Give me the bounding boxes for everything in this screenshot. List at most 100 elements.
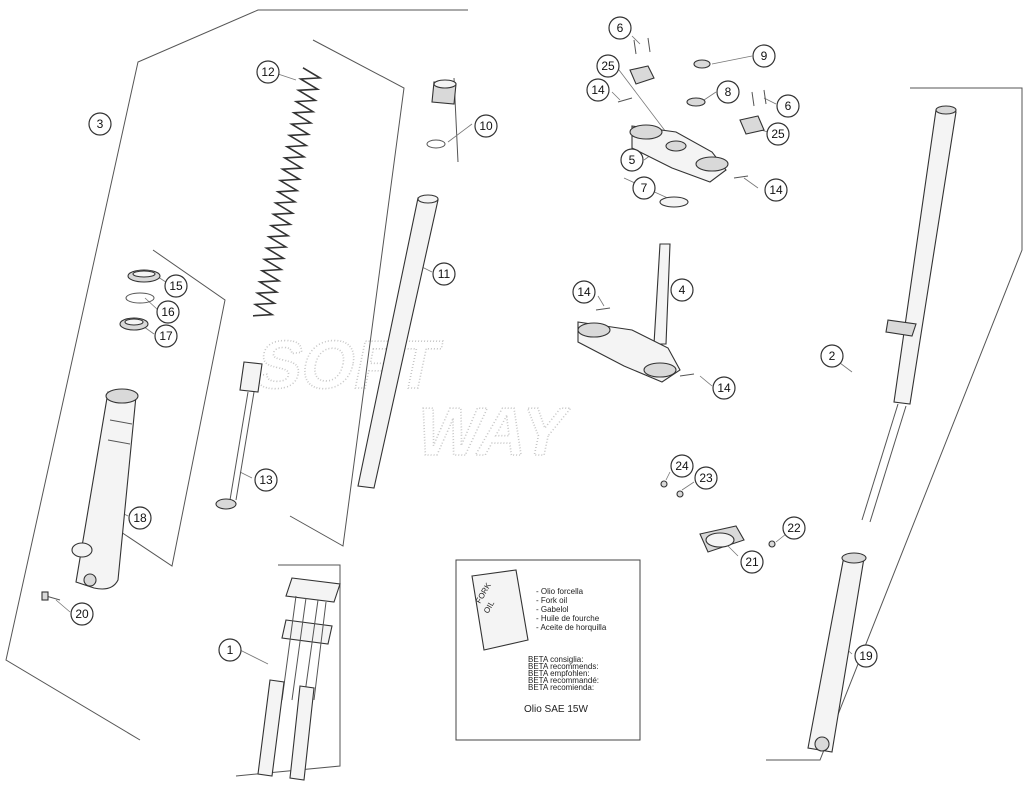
left-fork-outline (5, 9, 468, 741)
watermark-line-2: WAY (410, 394, 575, 470)
svg-text:7: 7 (641, 181, 648, 195)
svg-text:5: 5 (629, 153, 636, 167)
callout-25a: 25 (596, 54, 620, 78)
group-outlines (5, 9, 1023, 777)
part-19-right-outer-tube (807, 552, 867, 753)
callout-4: 4 (670, 278, 694, 302)
svg-text:21: 21 (745, 555, 759, 569)
oil-recommend-2: BETA recommends: (528, 662, 599, 671)
part-16-clip (125, 292, 155, 304)
svg-text:9: 9 (761, 49, 768, 63)
assembly-outline (235, 564, 341, 777)
svg-text:16: 16 (161, 305, 175, 319)
seal-group-outline (99, 249, 226, 567)
callout-6a: 6 (608, 16, 632, 40)
svg-text:20: 20 (75, 607, 89, 621)
svg-text:19: 19 (859, 649, 873, 663)
leader-lines (55, 35, 853, 665)
part-2-right-fork (861, 105, 957, 523)
part-22-24-small-hardware (660, 480, 776, 548)
part-12-spring (252, 67, 323, 317)
watermark-line-1: SOFT (249, 327, 446, 403)
callout-19: 19 (854, 644, 878, 668)
spring-group-outline (289, 39, 405, 547)
svg-text:14: 14 (717, 381, 731, 395)
part-20-bolt (41, 591, 61, 601)
callout-13: 13 (254, 468, 278, 492)
callout-6b: 6 (776, 94, 800, 118)
callout-25b: 25 (766, 122, 790, 146)
callout-17: 17 (154, 324, 178, 348)
svg-text:25: 25 (771, 127, 785, 141)
svg-text:14: 14 (591, 83, 605, 97)
oil-can-icon: FORK OIL (471, 569, 529, 651)
svg-text:11: 11 (438, 267, 451, 281)
callout-18: 18 (128, 506, 152, 530)
callout-23: 23 (694, 466, 718, 490)
svg-text:15: 15 (169, 279, 183, 293)
callout-24: 24 (670, 454, 694, 478)
callout-5: 5 (620, 148, 644, 172)
svg-text:6: 6 (785, 99, 792, 113)
svg-text:14: 14 (577, 285, 591, 299)
callout-3: 3 (88, 112, 112, 136)
oil-recommend-3: BETA empfohlen: (528, 669, 590, 678)
part-18-outer-tube (71, 388, 139, 590)
callout-14c: 14 (572, 280, 596, 304)
part-6-bolts (633, 37, 767, 107)
part-11-inner-tube (357, 194, 439, 489)
part-15-dust-seal (127, 269, 161, 283)
callout-15: 15 (164, 274, 188, 298)
oil-lang-3: - Gabelol (536, 605, 569, 614)
svg-text:24: 24 (675, 459, 689, 473)
part-5-upper-triple-clamp (629, 124, 729, 183)
oil-lang-1: - Olio forcella (536, 587, 584, 596)
right-fork-outline (766, 87, 1023, 761)
callout-1: 1 (218, 638, 242, 662)
svg-text:13: 13 (259, 473, 273, 487)
oil-spec: Olio SAE 15W (524, 704, 588, 715)
oil-lang-2: - Fork oil (536, 596, 567, 605)
svg-text:25: 25 (601, 59, 615, 73)
part-17-oil-seal (119, 317, 149, 331)
svg-text:10: 10 (479, 119, 493, 133)
part-21-clamp (699, 525, 745, 553)
callout-11: 11 (432, 262, 456, 286)
svg-text:17: 17 (159, 329, 173, 343)
callout-22: 22 (782, 516, 806, 540)
part-7-washer (659, 196, 689, 208)
oil-lang-5: - Aceite de horquilla (536, 623, 607, 632)
svg-text:14: 14 (769, 183, 783, 197)
callout-10: 10 (474, 114, 498, 138)
svg-text:3: 3 (97, 117, 104, 131)
svg-text:12: 12 (261, 65, 275, 79)
part-10-fork-cap (426, 79, 457, 149)
part-13-damper-rod (215, 361, 263, 510)
callout-8: 8 (716, 80, 740, 104)
callout-12: 12 (256, 60, 280, 84)
svg-text:23: 23 (699, 471, 713, 485)
part-25-clamps (629, 65, 765, 135)
callouts: 1 2 3 4 5 6 6 7 8 9 10 11 12 13 14 14 14… (70, 16, 878, 668)
svg-text:4: 4 (679, 283, 686, 297)
callout-20: 20 (70, 602, 94, 626)
oil-recommend-1: BETA consiglia: (528, 655, 583, 664)
svg-text:8: 8 (725, 85, 732, 99)
svg-text:22: 22 (787, 521, 801, 535)
svg-text:6: 6 (617, 21, 624, 35)
watermark: SOFT WAY (249, 326, 576, 471)
callout-14a: 14 (586, 78, 610, 102)
callout-21: 21 (740, 550, 764, 574)
callout-2: 2 (820, 344, 844, 368)
callout-9: 9 (752, 44, 776, 68)
oil-recommend-5: BETA recomienda: (528, 683, 594, 692)
callout-16: 16 (156, 300, 180, 324)
part-14-bolts (595, 97, 749, 377)
oil-note-panel: FORK OIL - Olio forcella - Fork oil - Ga… (455, 559, 641, 741)
oil-recommend-4: BETA recommandé: (528, 676, 599, 685)
part-1-fork-assembly (257, 577, 341, 781)
svg-text:18: 18 (133, 511, 147, 525)
callout-7: 7 (632, 176, 656, 200)
part-4-lower-triple-clamp (577, 243, 681, 383)
